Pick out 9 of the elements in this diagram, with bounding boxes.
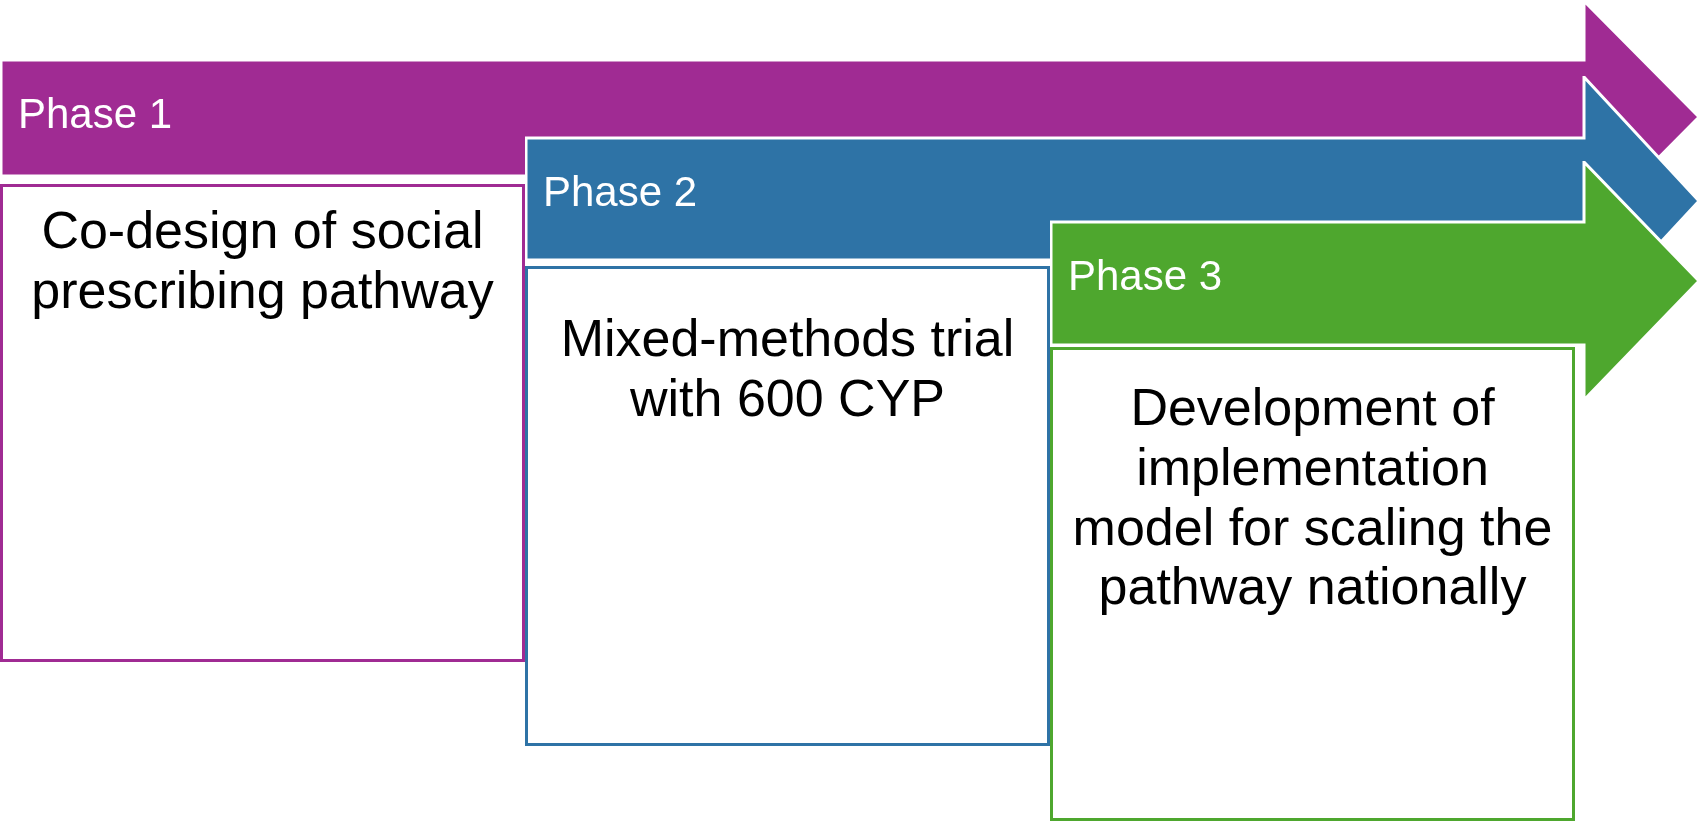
description-text: Mixed-methods trial with 600 CYP bbox=[559, 309, 1016, 429]
description-text: Development of implementation model for scaling the pathway nationally bbox=[1071, 378, 1554, 618]
phase-label: Phase 1 bbox=[18, 90, 173, 138]
description-box bbox=[525, 266, 1050, 746]
description-text: Co-design of social prescribing pathway bbox=[30, 201, 495, 321]
description-box bbox=[1050, 347, 1575, 821]
description-box bbox=[0, 184, 525, 662]
phase-label: Phase 3 bbox=[1068, 252, 1223, 300]
phase-label: Phase 2 bbox=[543, 168, 698, 216]
